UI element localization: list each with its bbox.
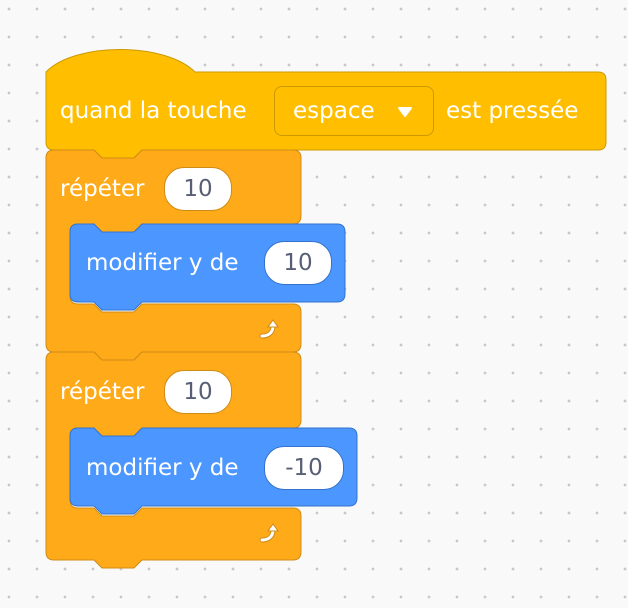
repeat-label-1: répéter bbox=[60, 176, 145, 202]
repeat-block-1[interactable] bbox=[45, 149, 302, 361]
change-y-value-1: 10 bbox=[283, 250, 313, 276]
change-y-input-1[interactable]: 10 bbox=[264, 241, 332, 285]
hat-label-before: quand la touche bbox=[60, 98, 247, 124]
change-y-label-1: modifier y de bbox=[86, 250, 239, 276]
repeat-count-value-2: 10 bbox=[183, 379, 213, 405]
loop-arrow-icon bbox=[259, 319, 279, 339]
change-y-label-2: modifier y de bbox=[86, 455, 239, 481]
repeat-count-input-2[interactable]: 10 bbox=[164, 370, 232, 414]
hat-label-after: est pressée bbox=[446, 98, 579, 124]
repeat-block-2[interactable] bbox=[45, 351, 302, 569]
triangle-down-icon bbox=[398, 107, 412, 117]
repeat-count-input-1[interactable]: 10 bbox=[164, 167, 232, 211]
key-dropdown[interactable]: espace bbox=[274, 86, 434, 136]
change-y-input-2[interactable]: -10 bbox=[264, 446, 344, 490]
repeat-count-value-1: 10 bbox=[183, 176, 213, 202]
change-y-value-2: -10 bbox=[285, 455, 323, 481]
loop-arrow-icon bbox=[259, 523, 279, 543]
key-dropdown-value: espace bbox=[293, 98, 375, 124]
repeat-label-2: répéter bbox=[60, 379, 145, 405]
